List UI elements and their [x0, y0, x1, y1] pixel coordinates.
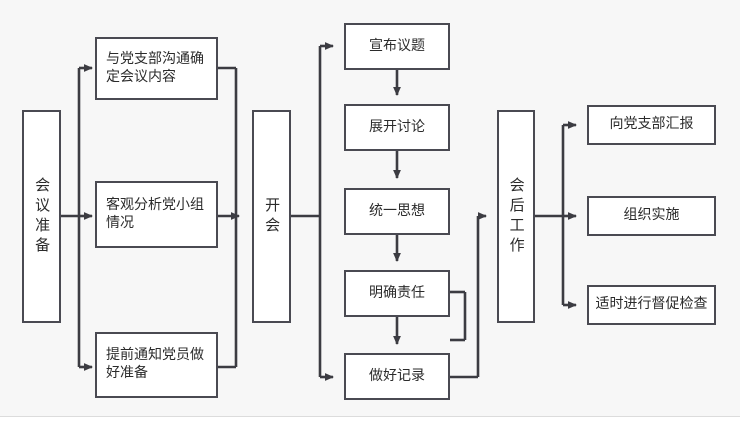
task-node-communicate-with-branch[interactable]: 与党支部沟通确定会议内容 [95, 37, 218, 100]
stage-node-meeting-preparation[interactable]: 会议准备 [22, 110, 61, 323]
task-label-clarify-responsibility: 明确责任 [369, 284, 425, 301]
task-label-unify-thinking: 统一思想 [369, 202, 425, 219]
task-label-timely-supervision-check: 适时进行督促检查 [595, 296, 708, 313]
task-node-report-to-branch[interactable]: 向党支部汇报 [587, 105, 716, 145]
stage-label-post-meeting-work: 会后工作 [507, 176, 526, 257]
stage-label-meeting-preparation: 会议准备 [33, 176, 52, 257]
task-label-analyze-group-situation: 客观分析党小组情况 [106, 196, 204, 231]
task-label-announce-topic: 宣布议题 [369, 37, 425, 54]
stage-node-hold-meeting[interactable]: 开会 [252, 110, 291, 323]
task-node-organize-implementation[interactable]: 组织实施 [587, 196, 716, 236]
task-node-unify-thinking[interactable]: 统一思想 [344, 188, 450, 235]
task-node-timely-supervision-check[interactable]: 适时进行督促检查 [587, 285, 716, 325]
stage-label-hold-meeting: 开会 [263, 196, 282, 237]
task-label-keep-records: 做好记录 [369, 367, 425, 384]
page-bottom-edge [0, 416, 740, 424]
task-node-start-discussion[interactable]: 展开讨论 [344, 104, 450, 151]
task-label-communicate-with-branch: 与党支部沟通确定会议内容 [106, 50, 204, 85]
task-node-announce-topic[interactable]: 宣布议题 [344, 23, 450, 70]
task-node-notify-members-in-advance[interactable]: 提前通知党员做好准备 [95, 332, 218, 398]
task-node-keep-records[interactable]: 做好记录 [344, 353, 450, 400]
task-node-clarify-responsibility[interactable]: 明确责任 [344, 270, 450, 317]
task-label-start-discussion: 展开讨论 [369, 118, 425, 135]
task-label-notify-members-in-advance: 提前通知党员做好准备 [106, 347, 204, 381]
task-label-report-to-branch: 向党支部汇报 [609, 116, 694, 133]
task-label-organize-implementation: 组织实施 [623, 207, 680, 224]
task-node-analyze-group-situation[interactable]: 客观分析党小组情况 [95, 181, 218, 248]
stage-node-post-meeting-work[interactable]: 会后工作 [497, 110, 535, 323]
